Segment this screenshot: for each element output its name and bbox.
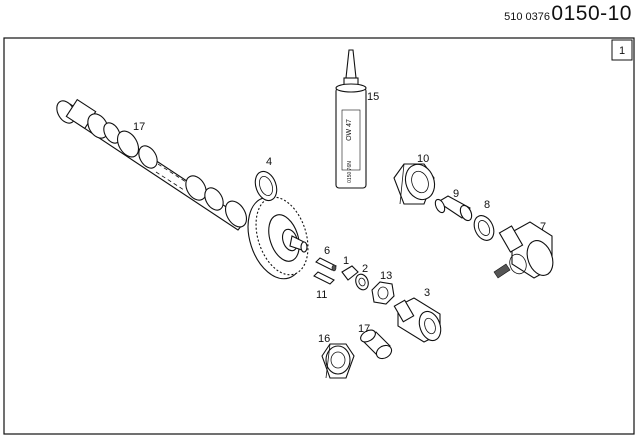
callout-3: 3 [424, 287, 430, 299]
callout-4: 4 [266, 156, 272, 168]
sealing-washer [473, 215, 495, 241]
hex-nut [371, 281, 395, 305]
camshaft-gear [247, 196, 309, 280]
sealant-tube: OW 47 0150 76N [335, 49, 367, 189]
diagram-frame [3, 37, 635, 435]
dowel-pin [313, 271, 335, 285]
union-nut [393, 163, 436, 205]
angle-drive [493, 221, 554, 279]
tube-brand-label: OW 47 [346, 119, 353, 141]
callout-8: 8 [484, 199, 490, 211]
callout-10: 10 [417, 153, 429, 165]
drive-coupling [393, 297, 442, 343]
callout-11: 11 [316, 289, 327, 301]
callout-15: 15 [367, 91, 379, 103]
washer [355, 273, 369, 291]
camshaft [56, 98, 248, 231]
sheet-number-box [611, 39, 633, 61]
callout-16: 16 [318, 333, 330, 345]
section-code: 0150-10 [551, 2, 632, 25]
callout-5: 17 [133, 121, 145, 133]
cap-nut [321, 343, 355, 379]
bushing [360, 329, 393, 360]
callout-2: 2 [362, 263, 368, 275]
callout-17: 17 [358, 323, 370, 335]
callout-9: 9 [453, 188, 459, 200]
document-number: 510 0376 [504, 11, 550, 23]
tube-small-label: 0150 76N [347, 161, 353, 183]
sealing-ring [254, 170, 278, 202]
woodruff-key [341, 265, 359, 281]
callout-13: 13 [380, 270, 392, 282]
pin [315, 257, 337, 272]
sheet-number: 1 [619, 45, 625, 57]
callout-7: 7 [540, 221, 546, 233]
sleeve [434, 195, 473, 222]
callout-6: 6 [324, 245, 330, 257]
callout-1: 1 [343, 255, 349, 267]
header: 510 0376 0150-10 [0, 0, 640, 34]
